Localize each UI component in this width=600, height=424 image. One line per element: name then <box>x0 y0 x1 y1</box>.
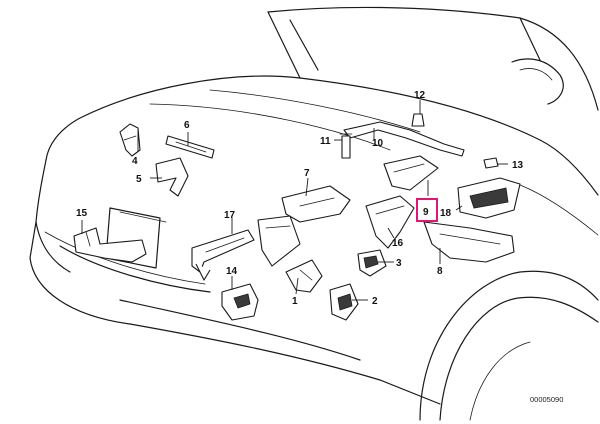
callout-2: 2 <box>372 296 378 307</box>
callout-labels: 4 6 5 15 17 14 7 1 2 3 16 8 9 18 10 11 1… <box>76 90 524 307</box>
part-12-bolt <box>411 113 425 127</box>
part-2-block <box>329 283 359 321</box>
callout-16: 16 <box>392 238 404 249</box>
callout-5: 5 <box>136 174 142 185</box>
part-18-panel <box>457 177 521 219</box>
part-7-frame <box>257 185 351 267</box>
part-17-support <box>191 229 255 281</box>
callout-3: 3 <box>396 258 402 269</box>
part-5-clip <box>155 157 189 197</box>
part-8-bracket <box>423 221 515 263</box>
part-4-bracket <box>119 123 141 157</box>
callout-9: 9 <box>423 207 429 218</box>
callout-10: 10 <box>372 138 384 149</box>
callout-13: 13 <box>512 160 524 171</box>
part-1-support <box>285 259 323 293</box>
part-11-bolt <box>339 133 353 159</box>
part-6-rail <box>165 135 215 159</box>
callout-8: 8 <box>437 266 443 277</box>
part-3-mount <box>357 249 387 277</box>
part-16-bracket <box>365 195 415 249</box>
callout-14: 14 <box>226 266 238 277</box>
callout-12: 12 <box>414 90 426 101</box>
highlight-box <box>416 198 438 222</box>
leader-lines <box>137 100 508 301</box>
callout-4: 4 <box>132 156 138 167</box>
car-body-outline <box>29 6 599 421</box>
part-13-cap <box>483 157 499 169</box>
callout-7: 7 <box>304 168 310 179</box>
catalog-reference: 00005090 <box>530 395 563 404</box>
callout-1: 1 <box>292 296 298 307</box>
callout-15: 15 <box>76 208 88 219</box>
callout-6: 6 <box>184 120 190 131</box>
part-10-strut-brace <box>343 121 465 191</box>
callout-17: 17 <box>224 210 236 221</box>
part-15-bracket <box>73 220 147 263</box>
part-14-mount <box>221 283 259 321</box>
callout-18: 18 <box>440 208 452 219</box>
callout-11: 11 <box>320 136 331 147</box>
